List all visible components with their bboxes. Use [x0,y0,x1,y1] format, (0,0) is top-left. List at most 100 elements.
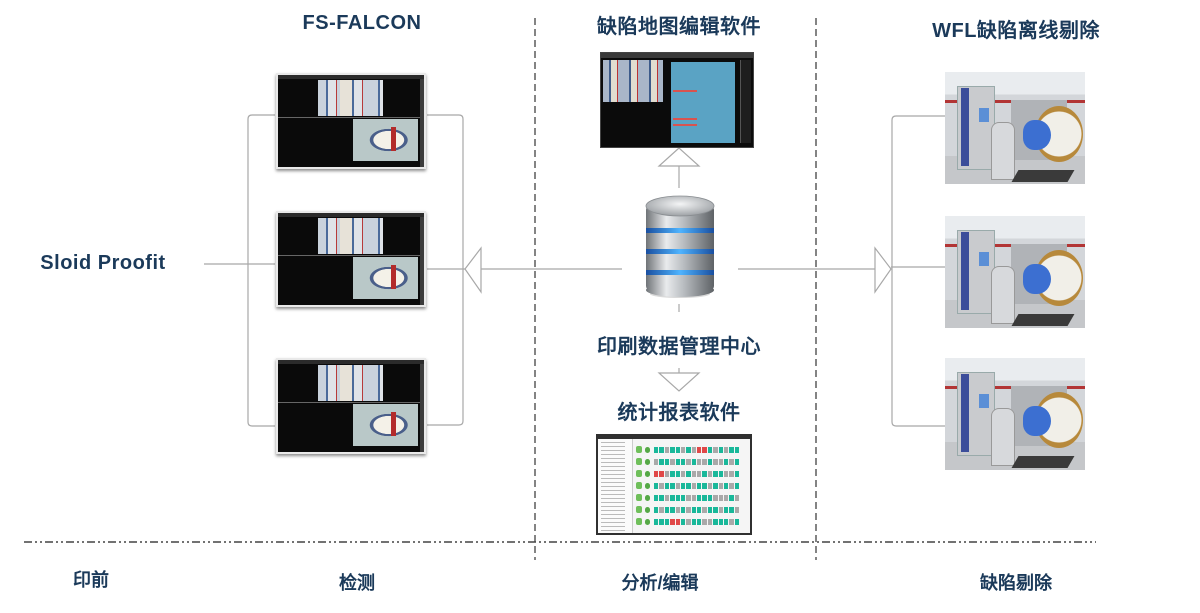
report-cell [664,471,670,477]
report-cell [686,447,691,453]
report-cell [686,519,691,525]
report-cell [686,495,691,501]
report-cell [659,459,664,465]
report-cell [723,459,729,465]
report-cell [670,483,675,489]
report-row-lock-icon [645,519,650,525]
report-row-lock-icon [645,483,650,489]
report-cell [729,459,734,465]
report-cell [691,447,696,453]
report-cell [723,447,729,453]
report-cell [654,483,659,489]
report-cell [713,471,718,477]
report-cell [734,495,739,501]
report-cell [675,483,680,489]
arrow-left-icon [464,246,482,294]
report-cell [691,459,696,465]
report-cell [713,483,718,489]
report-cell [707,519,713,525]
report-cell [675,507,680,513]
report-row [654,483,740,489]
report-cell [664,519,670,525]
report-cell [702,519,707,525]
report-cell [659,507,664,513]
report-cell [686,459,691,465]
bracket-inspection-left [247,114,275,427]
report-cell [718,471,723,477]
report-cell [691,507,696,513]
wfl-machine-photo-1 [945,72,1085,184]
report-cell [659,483,664,489]
defect-map-editor-screenshot [600,52,754,148]
arrow-down-icon [657,372,701,392]
bracket-inspection-right [427,114,464,426]
report-cell [707,483,713,489]
report-row-icon [636,506,642,513]
report-tree-panel [598,439,633,533]
report-row-lock-icon [645,507,650,513]
prepress-title: Sloid Proofit [40,252,166,274]
report-cell [718,483,723,489]
report-cell [707,447,713,453]
report-cell [664,507,670,513]
report-row [654,447,740,453]
report-cell [670,519,675,525]
report-cell [680,447,686,453]
report-row [654,471,740,477]
report-cell [691,519,696,525]
report-cell [697,447,702,453]
defect-map-editor-title: 缺陷地图编辑软件 [597,16,761,38]
report-cell [697,471,702,477]
report-row-lock-icon [645,495,650,501]
report-cell [675,459,680,465]
report-cell [707,459,713,465]
database-icon [645,195,715,298]
report-cell [723,519,729,525]
report-cell [675,471,680,477]
report-cell [702,507,707,513]
report-cell [718,495,723,501]
report-cell [680,519,686,525]
report-cell [697,507,702,513]
report-cell [713,459,718,465]
report-cell [697,519,702,525]
statistics-report-title: 统计报表软件 [617,402,741,424]
report-row-lock-icon [645,459,650,465]
report-cell [691,483,696,489]
report-cell [654,519,659,525]
report-cell [707,471,713,477]
report-cell [729,471,734,477]
report-cell [654,507,659,513]
report-row-icon [636,470,642,477]
report-cell [729,495,734,501]
report-cell [680,495,686,501]
report-cell [718,447,723,453]
report-cell [680,483,686,489]
report-cell [702,447,707,453]
stage-analysis: 分析/编辑 [621,573,699,593]
report-cell [734,507,739,513]
report-cell [670,459,675,465]
report-cell [723,471,729,477]
wfl-machine-photo-3 [945,358,1085,470]
report-cell [713,507,718,513]
data-center-label: 印刷数据管理中心 [597,336,761,358]
report-cell [702,483,707,489]
report-row-lock-icon [645,447,650,453]
report-cell [718,519,723,525]
report-cell [659,495,664,501]
report-row [654,519,740,525]
report-cell [659,519,664,525]
report-cell [654,459,659,465]
report-cell [654,471,659,477]
report-cell [718,507,723,513]
report-cell [734,447,739,453]
report-cell [659,447,664,453]
bracket-removal [891,115,945,427]
report-cell [697,483,702,489]
report-row-lock-icon [645,471,650,477]
report-cell [734,519,739,525]
report-cell [734,459,739,465]
inspection-title: FS-FALCON [302,12,422,34]
